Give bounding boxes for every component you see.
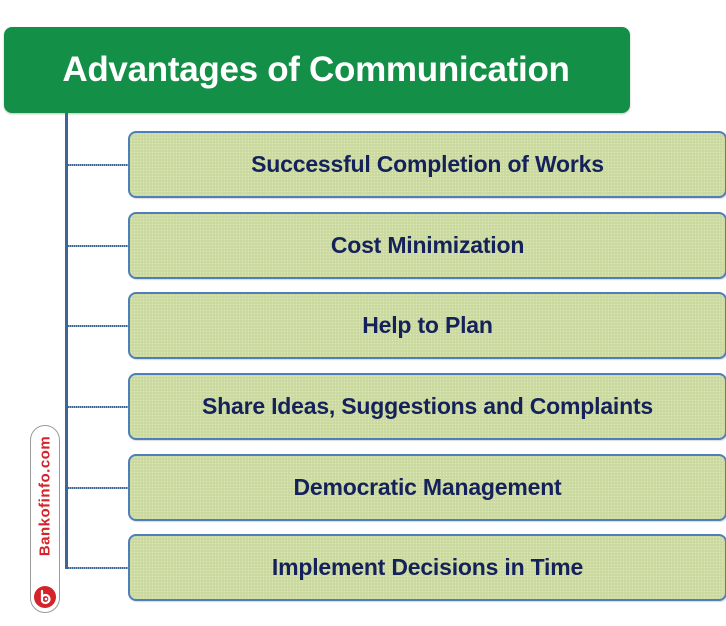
advantage-item-1: Successful Completion of Works (128, 131, 726, 198)
advantage-label: Cost Minimization (330, 232, 525, 258)
advantage-label: Successful Completion of Works (251, 151, 604, 177)
connector-branch-1 (68, 164, 130, 166)
bankofinfo-logo-icon (34, 586, 56, 608)
advantage-label: Democratic Management (293, 474, 562, 500)
watermark-text: Bankofinfo.com (36, 435, 54, 557)
advantage-item-2: Cost Minimization (128, 212, 726, 279)
diagram-title: Advantages of Communication (62, 50, 570, 89)
advantage-label: Help to Plan (362, 312, 493, 338)
advantage-item-5: Democratic Management (128, 454, 726, 521)
connector-branch-5 (68, 487, 130, 489)
connector-branch-4 (68, 406, 130, 408)
connector-branch-2 (68, 245, 130, 247)
connector-trunk (65, 113, 68, 569)
advantage-item-3: Help to Plan (128, 292, 726, 359)
advantage-label: Implement Decisions in Time (271, 554, 584, 580)
advantage-item-6: Implement Decisions in Time (128, 534, 726, 601)
advantage-item-4: Share Ideas, Suggestions and Complaints (128, 373, 726, 440)
watermark-badge: Bankofinfo.com (30, 425, 60, 613)
connector-branch-6 (68, 567, 130, 569)
diagram-title-box: Advantages of Communication (4, 27, 630, 113)
connector-branch-3 (68, 325, 130, 327)
advantage-label: Share Ideas, Suggestions and Complaints (201, 393, 654, 419)
